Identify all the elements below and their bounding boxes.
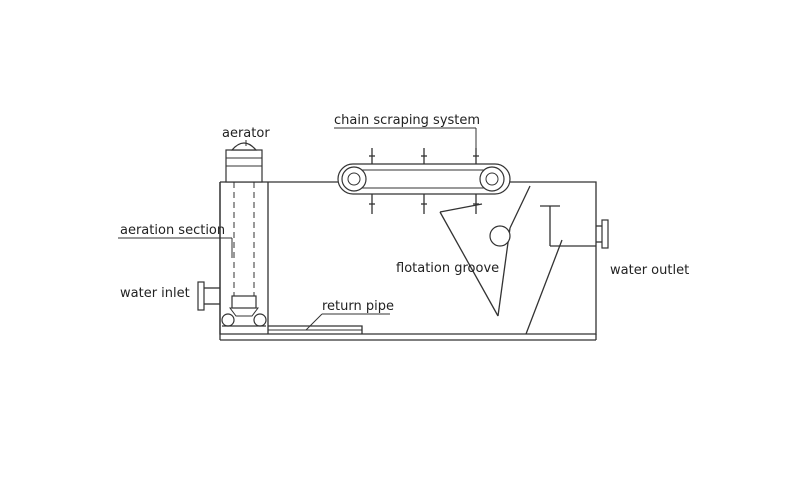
- flotation-groove: [439, 185, 563, 335]
- label-return-pipe: return pipe: [322, 299, 394, 314]
- return-pipe: [268, 325, 363, 334]
- water-outlet-pipe: [596, 219, 609, 249]
- label-aeration-section: aeration section: [120, 223, 225, 238]
- water-inlet-pipe: [197, 281, 220, 311]
- scraper-blade-top: [369, 148, 479, 164]
- label-aerator: aerator: [222, 126, 270, 141]
- label-chain-scraping-system: chain scraping system: [334, 113, 480, 128]
- leader-lines: [118, 127, 477, 331]
- outlet-weir: [540, 205, 596, 247]
- aeration-column: [219, 142, 269, 334]
- label-water-inlet: water inlet: [120, 286, 190, 301]
- label-flotation-groove: flotation groove: [396, 261, 499, 276]
- label-water-outlet: water outlet: [610, 263, 689, 278]
- scraper-blade-bottom: [369, 194, 479, 214]
- chain-scraping-system: [337, 148, 511, 214]
